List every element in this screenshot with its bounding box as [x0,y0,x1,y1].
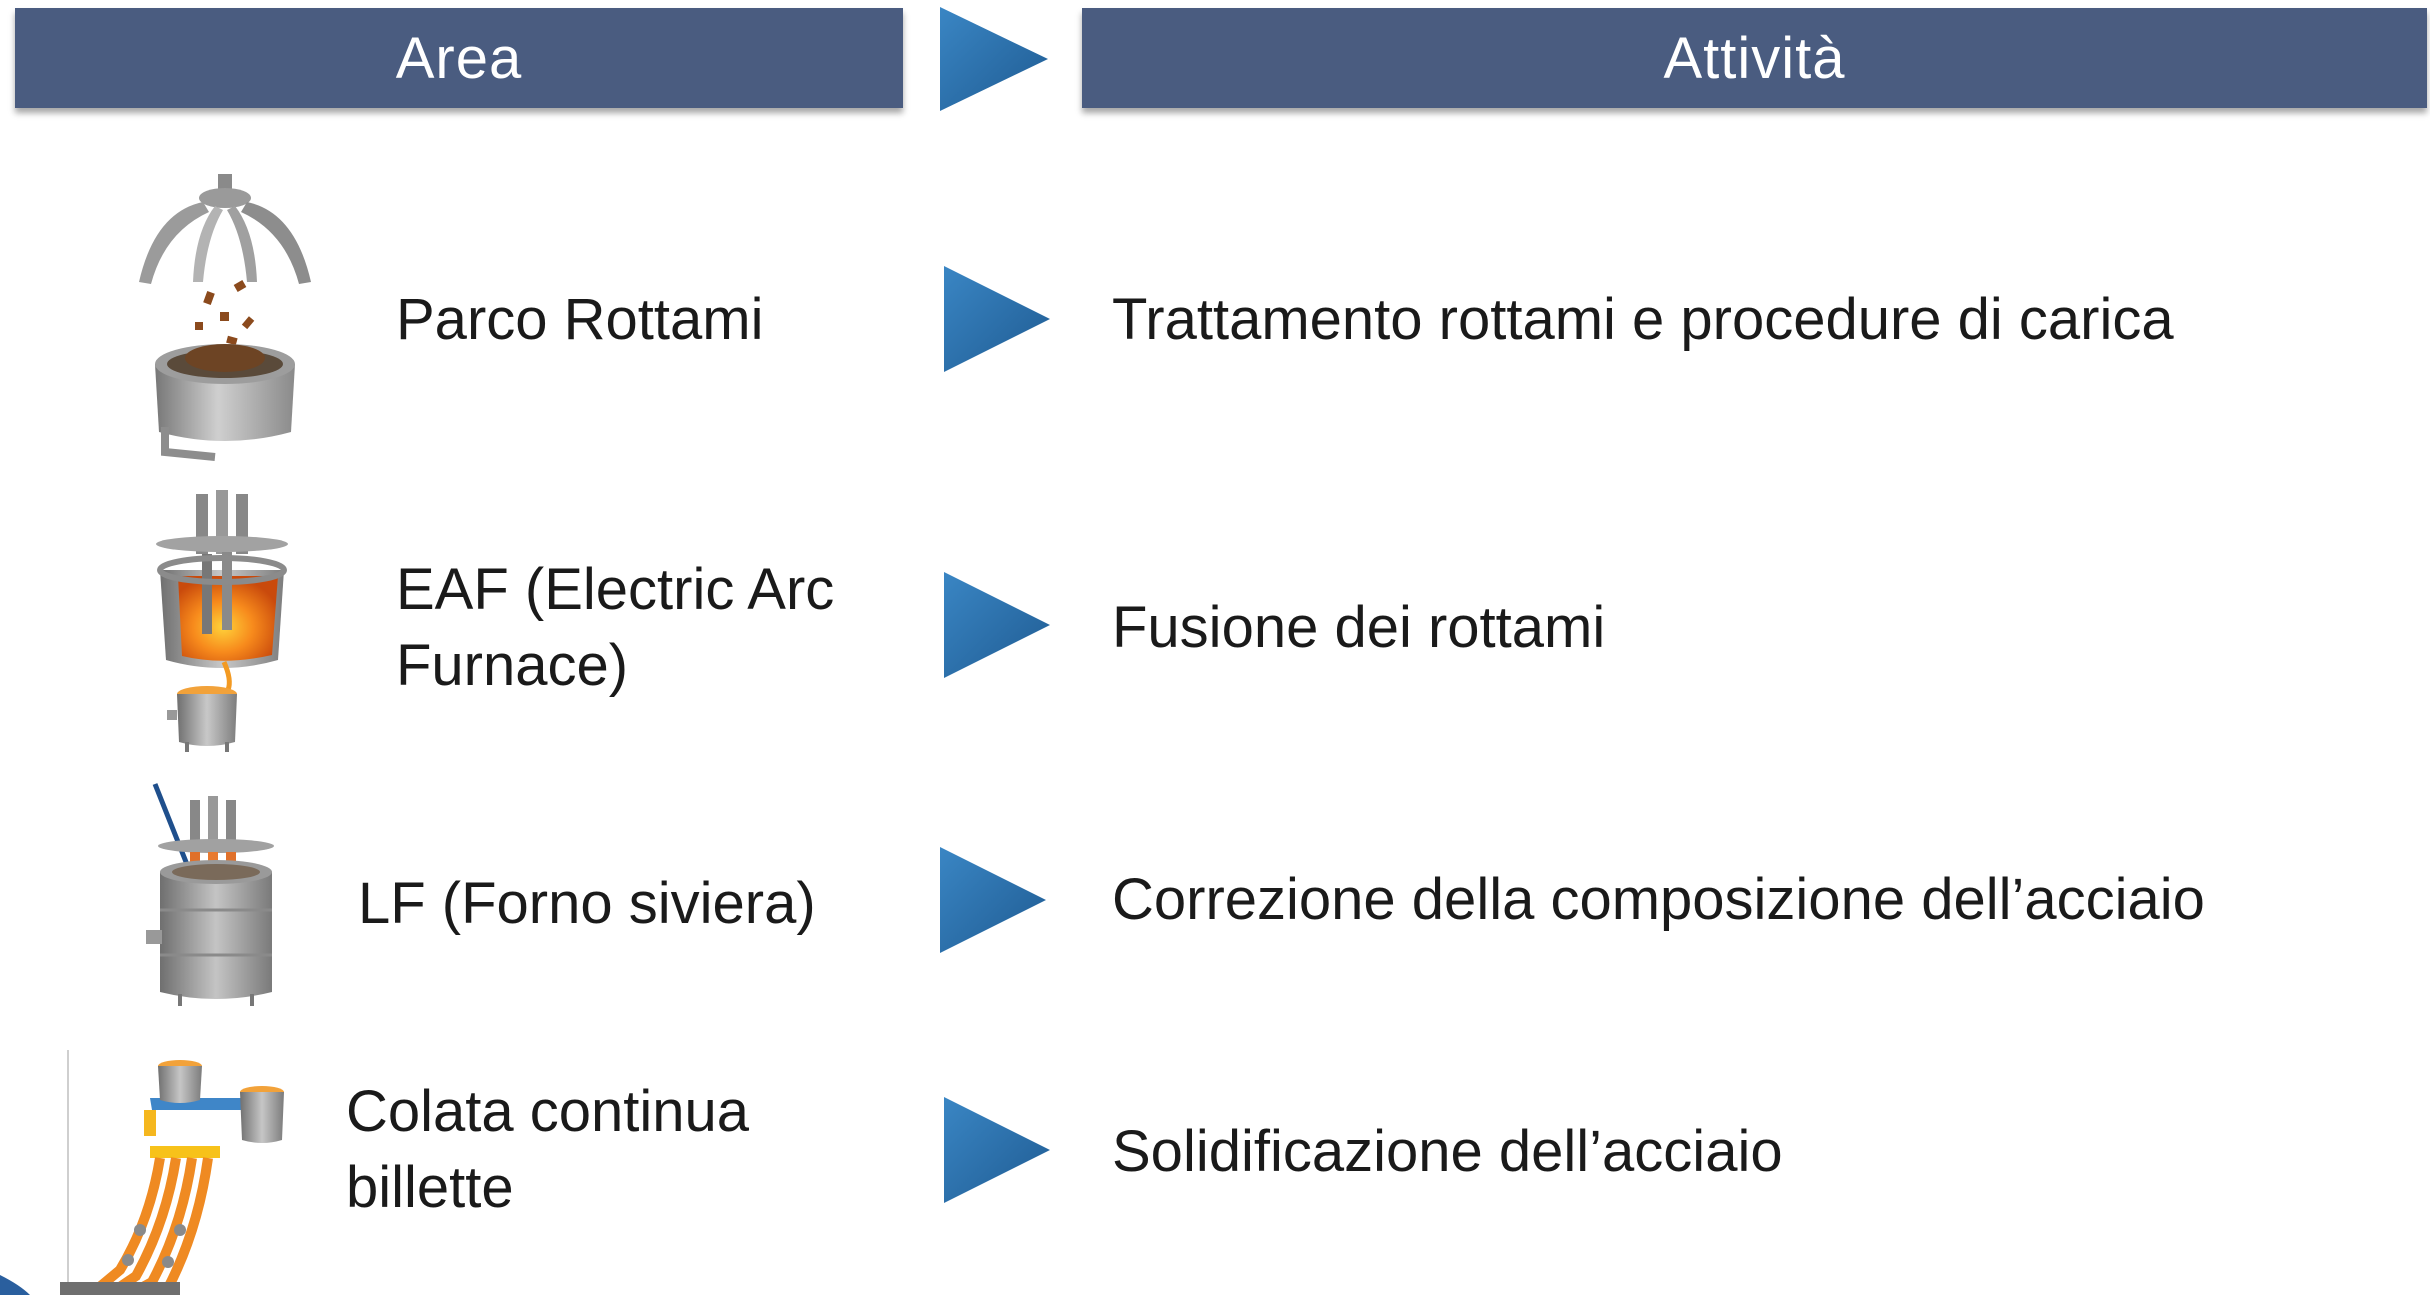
area-label-line: Colata continua [346,1079,750,1144]
continuous-caster-icon [0,1050,284,1295]
scrap-grapple-icon [139,174,311,461]
area-label-continuous-casting: Colata continua billette [346,1074,749,1226]
row-arrow-icon [944,1097,1050,1203]
ladle-furnace-icon [146,783,274,1006]
area-header: Area [15,8,903,108]
area-label-eaf: EAF (Electric Arc Furnace) [396,552,834,704]
activity-label-composition: Correzione della composizione dell’accia… [1112,867,2205,932]
activity-label-scrap-treatment: Trattamento rottami e procedure di caric… [1112,287,2174,352]
activity-label-solidification: Solidificazione dell’acciaio [1112,1119,1783,1184]
area-label-scrap-yard: Parco Rottami [396,282,763,358]
area-label-line: Furnace) [396,633,629,698]
area-label-line: LF (Forno siviera) [358,871,816,936]
row-arrow-icon [940,847,1046,953]
header-arrow-icon [940,7,1048,111]
row-arrow-icon [944,266,1050,372]
electric-arc-furnace-icon [156,490,288,752]
row-arrow-icon [944,572,1050,678]
area-label-line: billette [346,1155,514,1220]
area-header-label: Area [395,25,523,91]
activity-header: Attività [1082,8,2427,108]
area-label-line: EAF (Electric Arc [396,557,835,622]
area-label-ladle-furnace: LF (Forno siviera) [358,866,816,942]
activity-header-label: Attività [1663,25,1846,91]
activity-label-melting: Fusione dei rottami [1112,595,1606,660]
area-label-line: Parco Rottami [396,287,764,352]
